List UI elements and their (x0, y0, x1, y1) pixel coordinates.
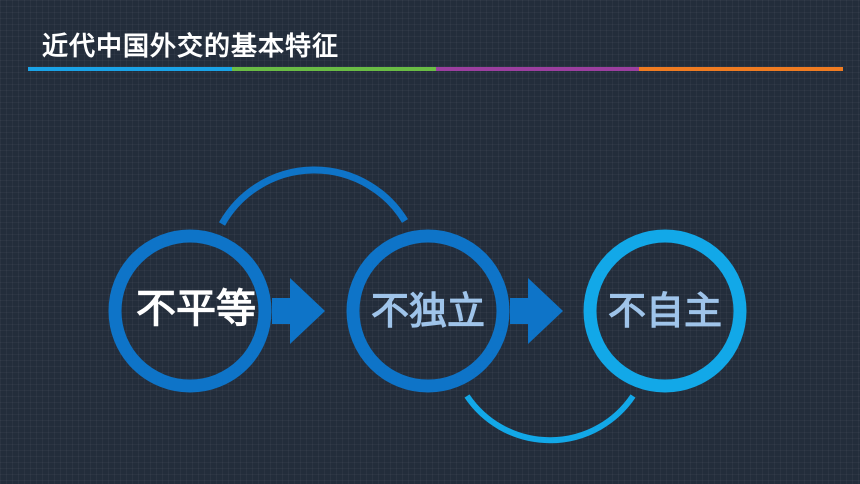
node-ring-not-autonomous (583, 229, 747, 393)
slide-title: 近代中国外交的基本特征 (42, 32, 340, 62)
node-label-unequal: 不平等 (136, 286, 256, 332)
lower-connector-arc (464, 394, 636, 444)
node-label-not-independent: 不独立 (371, 289, 485, 333)
upper-connector-arc (218, 166, 408, 226)
title-divider-segment-purple (435, 67, 640, 71)
title-divider-segment-orange (639, 67, 843, 71)
node-ring-unequal (108, 229, 272, 393)
node-label-not-autonomous: 不自主 (608, 289, 722, 333)
arrow-right-icon (510, 278, 563, 344)
title-divider-segment-blue (28, 67, 232, 71)
arrow-right-icon (272, 278, 325, 344)
title-divider-segment-green (231, 67, 436, 71)
title-divider (28, 67, 843, 71)
node-ring-not-independent (346, 229, 510, 393)
